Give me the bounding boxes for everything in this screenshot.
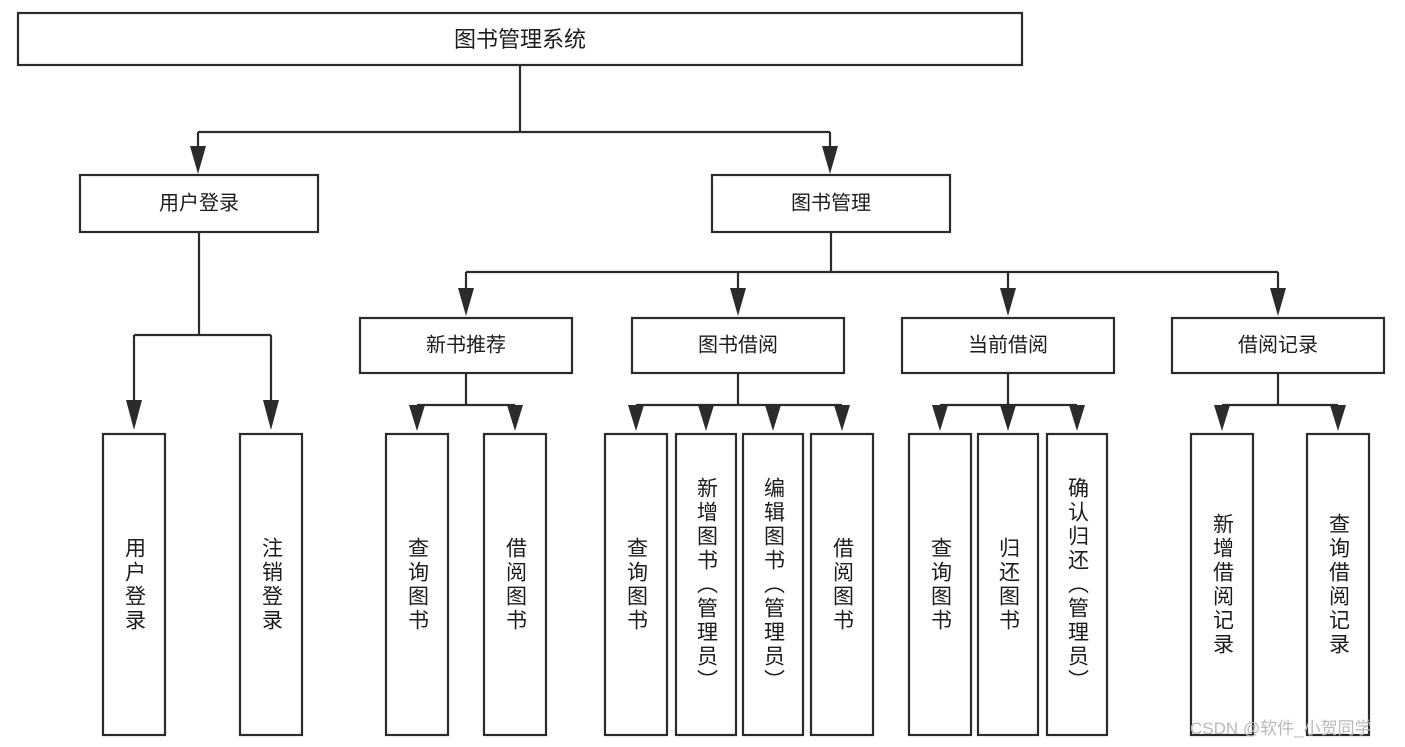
- node-current-borrow-rect[interactable]: [900, 316, 1116, 375]
- arrowhead-book-management: [822, 146, 838, 174]
- node-user-login[interactable]: 用户登录: [78, 173, 320, 234]
- arrowhead-current-borrow: [1000, 288, 1016, 316]
- arrowhead-leaf-confirm-return: [1069, 405, 1085, 431]
- node-user-login-label: 用户登录: [159, 191, 239, 214]
- arrowhead-user-login: [190, 146, 206, 174]
- node-book-management-label: 图书管理: [791, 191, 871, 214]
- arrowhead-leaf-logout-login: [263, 400, 279, 430]
- leaf-query-book-2-rect[interactable]: [603, 432, 669, 737]
- watermark-text: CSDN @软件_小贺同学: [1190, 719, 1372, 738]
- arrowhead-leaf-add-book: [698, 405, 714, 431]
- leaf-return-book-rect[interactable]: [976, 432, 1040, 737]
- node-new-book-recommend-label: 新书推荐: [426, 333, 506, 356]
- leaf-borrow-book-2-rect[interactable]: [809, 432, 875, 737]
- leaf-query-record-rect[interactable]: [1305, 432, 1371, 737]
- leaf-logout-login-rect[interactable]: [238, 432, 304, 737]
- node-new-book-recommend-rect[interactable]: [358, 316, 574, 375]
- node-book-borrow[interactable]: 图书借阅: [630, 316, 846, 375]
- leaf-add-record-rect[interactable]: [1189, 432, 1255, 737]
- leaf-confirm-return-rect[interactable]: [1045, 432, 1109, 737]
- arrowhead-leaf-borrow-book-2: [834, 405, 850, 431]
- node-borrow-record[interactable]: 借阅记录: [1170, 316, 1386, 375]
- node-current-borrow-label: 当前借阅: [968, 333, 1048, 356]
- node-book-management[interactable]: 图书管理: [710, 173, 952, 234]
- arrowhead-leaf-user-login: [126, 400, 142, 430]
- node-title-rect[interactable]: [16, 11, 1024, 67]
- node-book-management-rect[interactable]: [710, 173, 952, 234]
- arrowhead-leaf-edit-book: [765, 405, 781, 431]
- node-borrow-record-label: 借阅记录: [1238, 333, 1318, 356]
- node-current-borrow[interactable]: 当前借阅: [900, 316, 1116, 375]
- arrowhead-leaf-query-book-1: [409, 405, 425, 431]
- arrowhead-borrow-record: [1270, 288, 1286, 316]
- node-new-book-recommend[interactable]: 新书推荐: [358, 316, 574, 375]
- arrowhead-leaf-query-record: [1330, 405, 1346, 431]
- node-book-borrow-rect[interactable]: [630, 316, 846, 375]
- node-book-borrow-label: 图书借阅: [698, 333, 778, 356]
- node-title[interactable]: 图书管理系统: [16, 11, 1024, 67]
- arrowhead-leaf-add-record: [1214, 405, 1230, 431]
- arrowhead-leaf-query-book-2: [628, 405, 644, 431]
- leaf-query-book-3-rect[interactable]: [907, 432, 973, 737]
- node-title-label: 图书管理系统: [454, 27, 586, 52]
- leaf-user-login-rect[interactable]: [101, 432, 167, 737]
- arrowhead-new-book-recommend: [458, 288, 474, 316]
- leaf-borrow-book-1-rect[interactable]: [482, 432, 548, 737]
- arrowhead-leaf-query-book-3: [932, 405, 948, 431]
- arrowhead-leaf-return-book: [1000, 405, 1016, 431]
- leaf-add-book-rect[interactable]: [674, 432, 738, 737]
- arrowhead-leaf-borrow-book-1: [507, 405, 523, 431]
- leaf-query-book-1-rect[interactable]: [384, 432, 450, 737]
- arrowhead-book-borrow: [730, 288, 746, 316]
- leaf-edit-book-rect[interactable]: [741, 432, 805, 737]
- node-borrow-record-rect[interactable]: [1170, 316, 1386, 375]
